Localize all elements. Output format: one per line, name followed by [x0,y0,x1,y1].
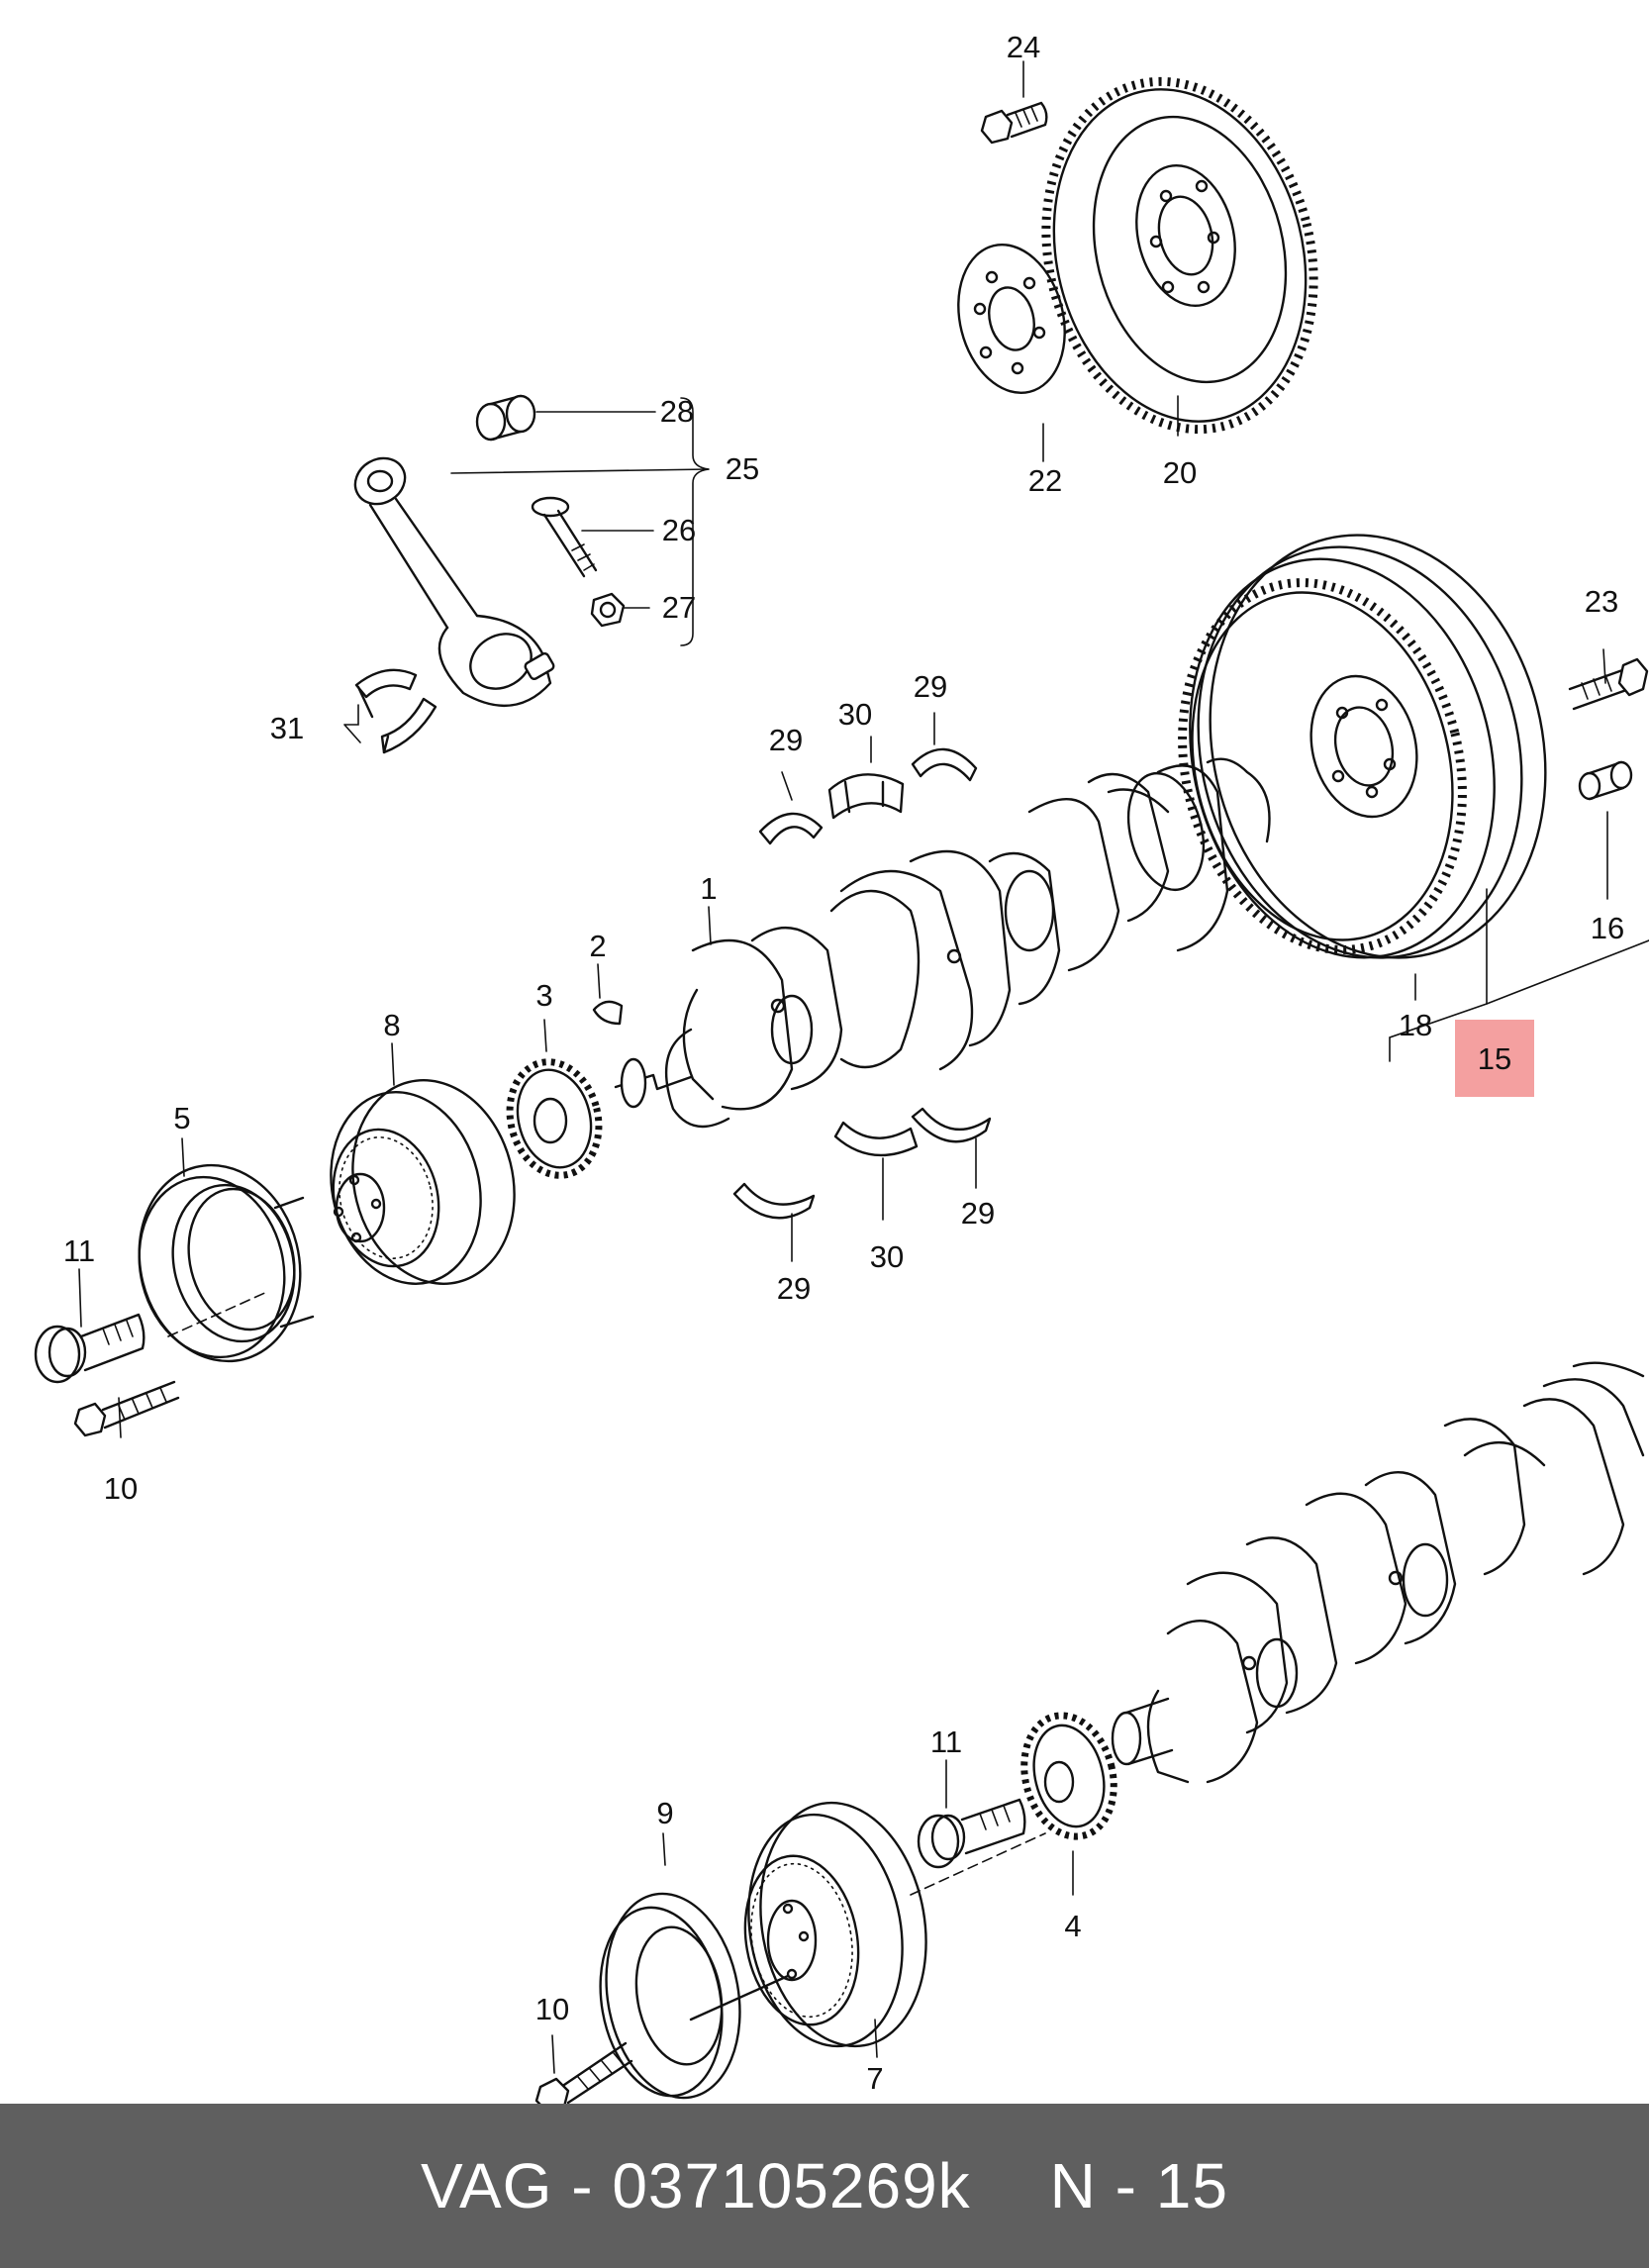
callout-23: 23 [1585,584,1618,619]
callout-27: 27 [662,590,696,625]
vibration-damper-lower [743,1801,927,2048]
callout-20: 20 [1163,455,1197,490]
main-bearing-shells [827,773,919,1157]
callout-15: 15 [1478,1041,1511,1076]
part-number-footer: VAG - 037105269k N - 15 [0,2104,1649,2268]
callout-29c: 29 [961,1196,995,1231]
dowel-pin [1578,760,1633,801]
callout-24: 24 [1007,30,1040,64]
piston-pin-bush [475,394,536,442]
axis-line-upper [167,1290,270,1337]
callout-15-highlight [1455,1020,1534,1097]
callout-25: 25 [726,451,759,486]
flywheel-bolt-right [1568,657,1649,711]
callout-9: 9 [656,1796,673,1830]
callout-29d: 29 [777,1271,811,1306]
callout-16: 16 [1591,911,1624,945]
callout-8: 8 [383,1008,400,1042]
flywheel-assembly-right [1178,534,1547,959]
drive-plate [957,243,1066,395]
callout-29a: 29 [769,723,803,757]
gear-bolt-lower-11 [917,1798,1026,1869]
callout-18: 18 [1399,1008,1432,1042]
belt-pulley-lower [599,1892,790,2100]
diagram-reference-text: N - 15 [1049,2150,1228,2221]
callout-29b: 29 [914,669,947,704]
callout-11a: 11 [63,1233,95,1268]
callout-11b: 11 [930,1725,962,1759]
callout-4: 4 [1064,1909,1081,1943]
callout-1: 1 [700,871,717,906]
callout-2: 2 [589,929,606,963]
callout-26: 26 [662,513,696,547]
timing-gear-lower [1020,1712,1117,1840]
timing-gear-upper [506,1058,603,1179]
callout-31: 31 [270,711,304,745]
callout-5: 5 [173,1101,190,1135]
crankshaft-lower [1111,1361,1645,1784]
callout-10a: 10 [104,1471,138,1506]
pulley-bolt-upper-11 [34,1313,146,1384]
callout-3: 3 [535,978,552,1013]
callout-7: 7 [866,2061,883,2096]
rod-nut [590,592,626,628]
connecting-rod [353,456,555,708]
callout-10b: 10 [535,1992,569,2026]
crankshaft-upper [614,757,1271,1129]
axis-line-lower [910,1832,1046,1896]
part-number-text: VAG - 037105269k [421,2150,971,2221]
vibration-damper-upper [330,1079,516,1285]
callout-30a: 30 [838,697,872,732]
rod-bearing-shells [354,668,437,754]
flywheel-bolt [980,101,1048,145]
callout-labels: 24 22 20 28 25 26 27 31 29 30 29 23 16 1… [63,30,1624,2096]
thrust-washers [732,747,992,1220]
belt-pulley-upper [138,1163,315,1363]
pulley-bolt-upper-10 [73,1380,180,1437]
woodruff-key [592,1000,624,1026]
callout-30b: 30 [870,1239,904,1274]
pulley-bolt-lower-10 [534,2041,633,2104]
leader-lines [78,60,1649,2074]
exploded-parts-diagram: 24 22 20 28 25 26 27 31 29 30 29 23 16 1… [34,30,1649,2104]
callout-22: 22 [1028,463,1062,498]
callout-28: 28 [660,394,694,429]
rod-bolt [531,496,598,578]
flywheel-top [1041,76,1318,435]
